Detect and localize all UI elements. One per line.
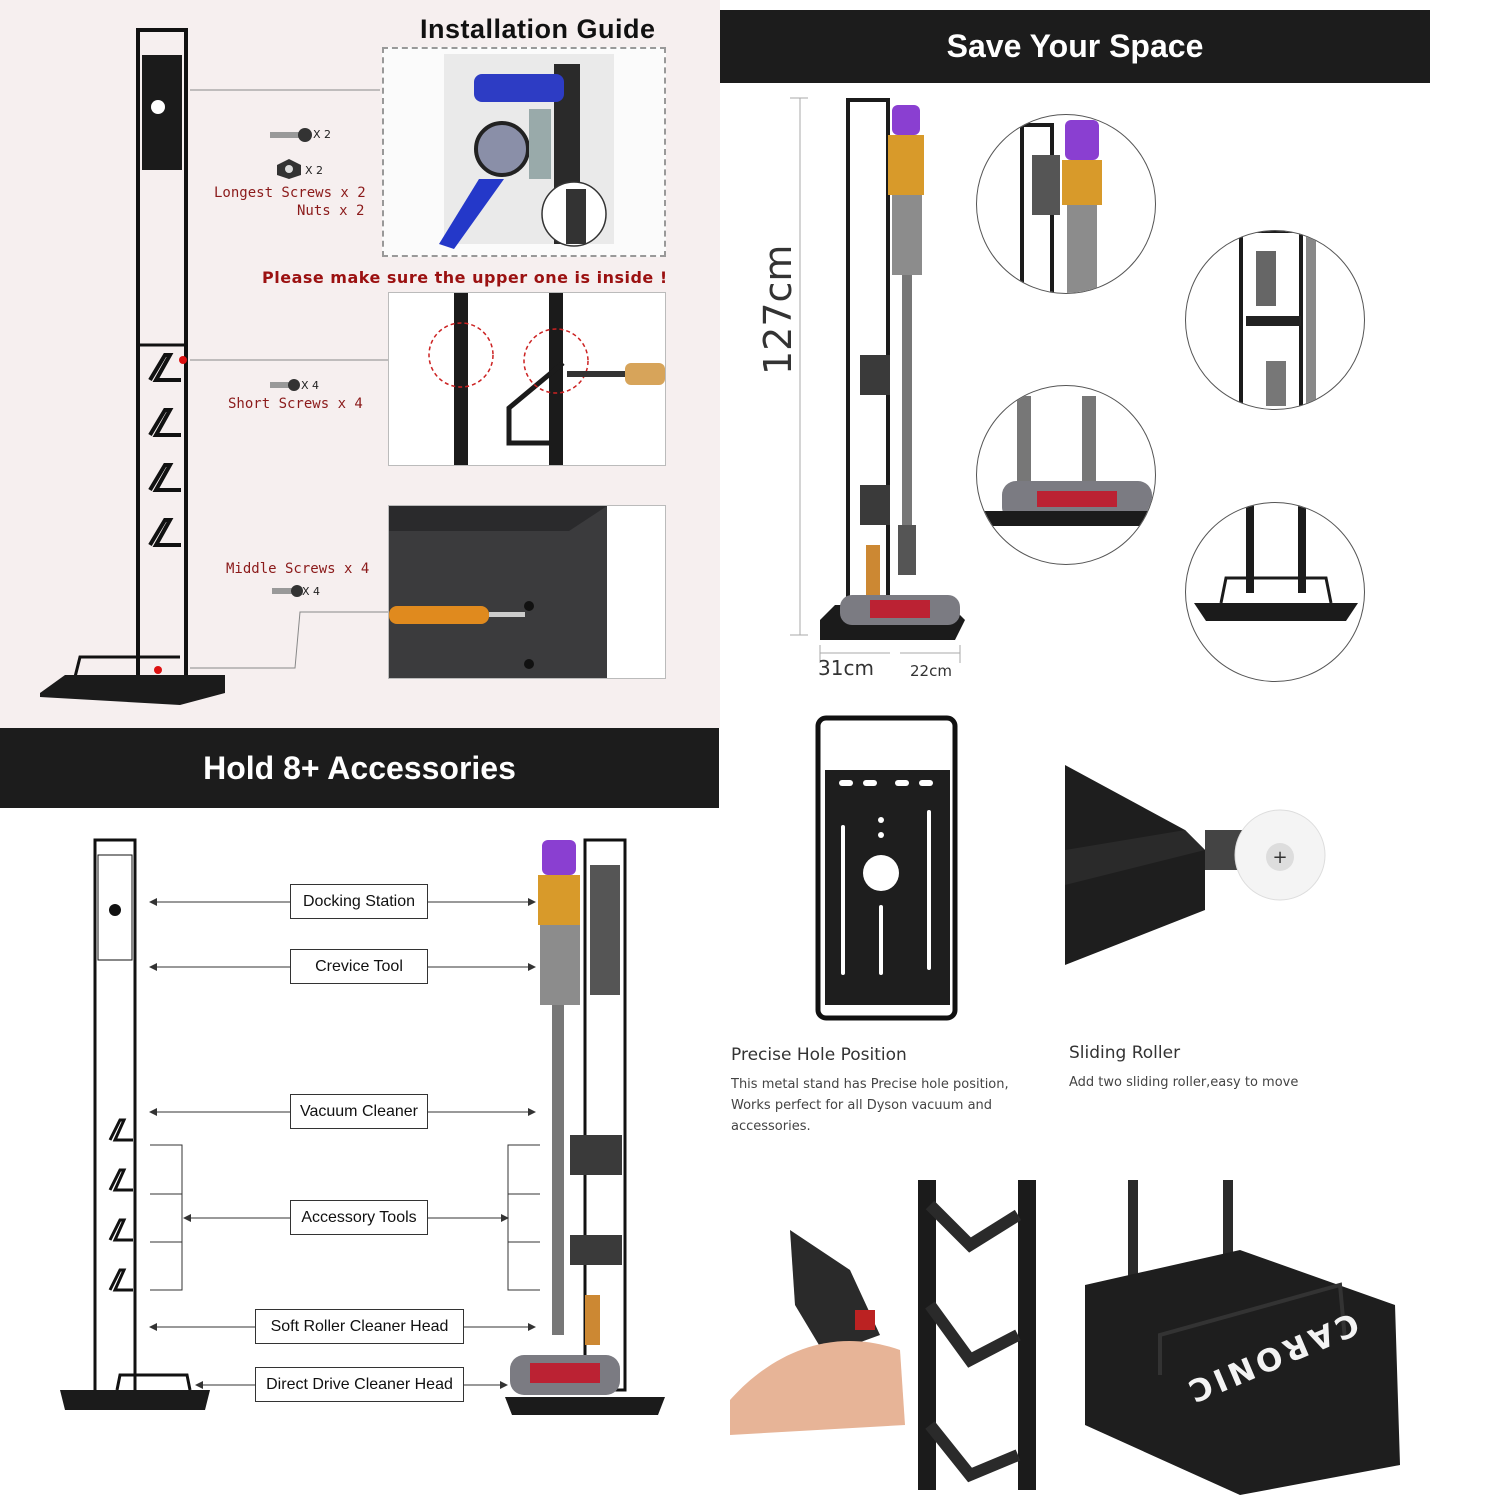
detail-circle-top	[976, 114, 1156, 294]
short-qty: X 4	[301, 379, 320, 392]
leader-lines	[190, 89, 388, 669]
longest-qty: X 2	[313, 128, 332, 141]
loaded-stand-image	[505, 838, 665, 1415]
short-screw-icon	[270, 379, 300, 391]
sliding-roller-desc: Add two sliding roller,easy to move	[1069, 1075, 1299, 1090]
stand-with-vacuum-image	[790, 97, 965, 640]
label-crevice-tool: Crevice Tool	[290, 949, 428, 984]
width-label: 31cm	[818, 656, 874, 680]
detail-circle-heads	[976, 385, 1156, 565]
label-accessory-tools: Accessory Tools	[290, 1200, 428, 1235]
cleaner-heads-detail	[982, 396, 1152, 526]
sliding-roller-image: +	[1065, 765, 1326, 965]
svg-text:+: +	[1272, 847, 1287, 868]
stand-illustration	[40, 28, 225, 705]
base-install-photo	[388, 505, 666, 679]
height-dimension: 127cm	[748, 240, 808, 380]
precise-hole-desc-3: accessories.	[731, 1119, 811, 1134]
middle-qty: X 4	[302, 585, 321, 598]
width-dimension-lines	[819, 645, 961, 663]
label-docking-station: Docking Station	[290, 884, 428, 919]
long-screw-icon	[270, 128, 312, 142]
sliding-roller-title: Sliding Roller	[1069, 1043, 1181, 1063]
label-direct-drive-head: Direct Drive Cleaner Head	[255, 1367, 464, 1402]
crevice-tool-image	[730, 1180, 1036, 1490]
hooks-detail	[1239, 231, 1316, 409]
nut-icon	[277, 159, 301, 179]
accessories-band: Hold 8+ Accessories	[0, 728, 719, 808]
docking-plate-image	[815, 715, 958, 1021]
empty-stand-image	[60, 838, 210, 1410]
hook-install-image	[428, 293, 665, 465]
vacuum-docking-image	[439, 54, 614, 249]
middle-screws-note: Middle Screws x 4	[226, 561, 370, 577]
save-space-title: Save Your Space	[946, 28, 1204, 64]
inside-warning: Please make sure the upper one is inside…	[262, 268, 668, 287]
installation-title: Installation Guide	[420, 14, 656, 44]
label-vacuum-cleaner: Vacuum Cleaner	[290, 1094, 428, 1129]
accessory-arrows	[149, 898, 540, 1389]
short-screws-note: Short Screws x 4	[228, 396, 363, 412]
detail-circle-base	[1185, 502, 1365, 682]
vacuum-top-detail	[1020, 120, 1102, 293]
installation-guide-panel: Installation Guide X 2 X 2 Longest Screw…	[0, 0, 720, 728]
depth-label: 22cm	[910, 662, 952, 680]
base-install-image	[389, 506, 607, 678]
accessories-title: Hold 8+ Accessories	[203, 749, 516, 786]
save-space-band: Save Your Space	[720, 10, 1430, 83]
precise-hole-title: Precise Hole Position	[731, 1045, 907, 1065]
base-detail	[1194, 503, 1358, 621]
middle-screw-icon	[272, 585, 303, 597]
label-soft-roller-head: Soft Roller Cleaner Head	[255, 1309, 464, 1344]
caronic-base-image	[1085, 1180, 1400, 1495]
nuts-qty: X 2	[305, 164, 324, 177]
docking-photo	[382, 47, 666, 257]
detail-circle-hooks	[1185, 230, 1365, 410]
longest-screws-note: Longest Screws x 2	[214, 185, 366, 201]
nuts-note: Nuts x 2	[297, 203, 365, 219]
precise-hole-desc-2: Works perfect for all Dyson vacuum and	[731, 1098, 993, 1113]
precise-hole-desc-1: This metal stand has Precise hole positi…	[731, 1077, 1009, 1092]
hook-install-photo	[388, 292, 666, 466]
height-label: 127cm	[756, 244, 800, 375]
